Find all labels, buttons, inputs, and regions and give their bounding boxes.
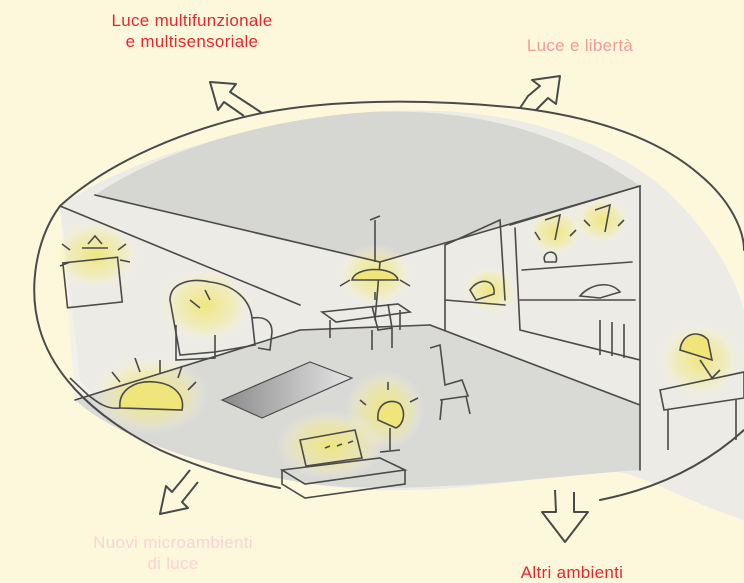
arrow-bottom-left bbox=[160, 470, 198, 514]
arrow-top-right bbox=[520, 76, 560, 110]
label-line-2: di luce bbox=[48, 553, 298, 574]
label-line-1: Altri ambienti bbox=[472, 562, 672, 583]
arrow-bottom-right bbox=[542, 490, 588, 542]
label-line-1: Luce e libertà bbox=[480, 35, 680, 56]
label-line-1: Luce multifunzionale bbox=[62, 10, 322, 31]
label-line-1: Nuovi microambienti bbox=[48, 532, 298, 553]
label-line-2: e multisensoriale bbox=[62, 31, 322, 52]
label-altri-ambienti: Altri ambienti bbox=[472, 562, 672, 583]
arrow-top-left bbox=[210, 82, 262, 116]
label-luce-multifunzionale: Luce multifunzionale e multisensoriale bbox=[62, 10, 322, 52]
glow-wall-lamp bbox=[50, 220, 140, 290]
label-nuovi-microambienti: Nuovi microambienti di luce bbox=[48, 532, 298, 574]
label-luce-e-liberta: Luce e libertà bbox=[480, 35, 680, 56]
